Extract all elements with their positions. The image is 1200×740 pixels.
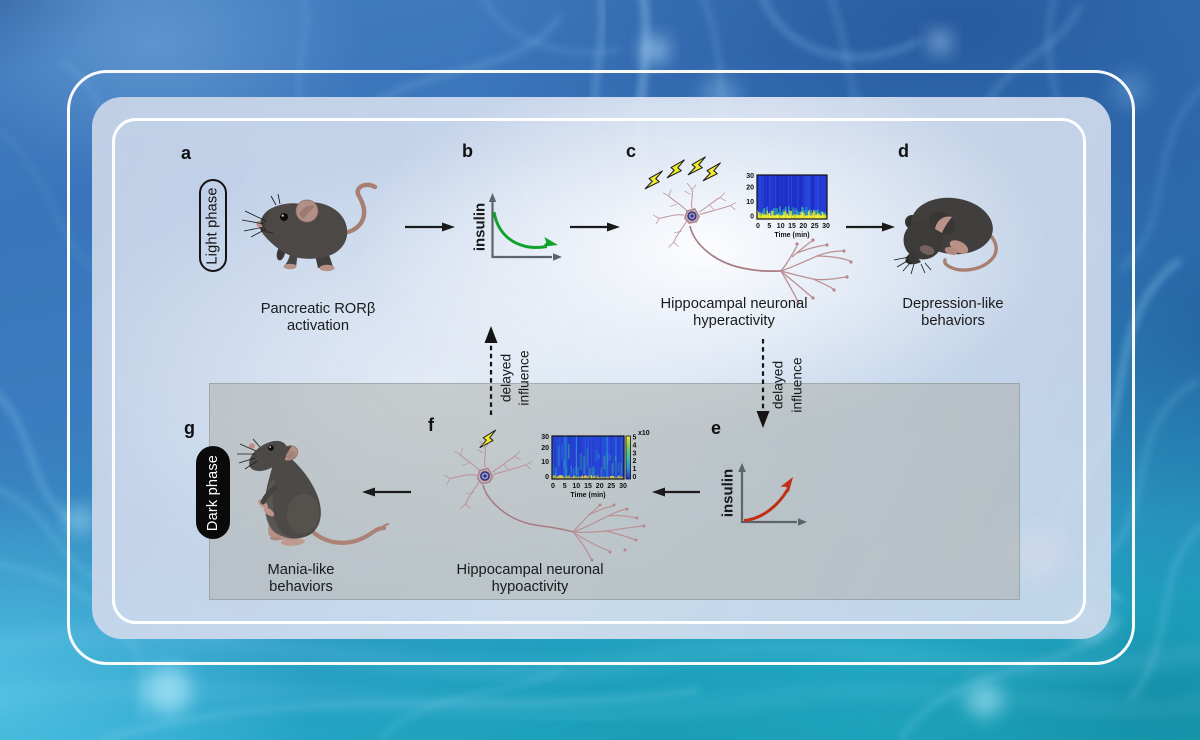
svg-text:15: 15 [788,223,796,230]
svg-text:10: 10 [746,199,754,206]
svg-text:Time (min): Time (min) [570,492,605,499]
svg-text:25: 25 [607,483,615,490]
svg-text:5: 5 [563,483,567,490]
svg-text:20: 20 [541,445,549,452]
svg-text:30: 30 [541,434,549,441]
svg-text:x10: x10 [638,430,650,437]
svg-text:1: 1 [633,466,637,473]
svg-text:Time (min): Time (min) [774,232,809,239]
svg-text:30: 30 [746,173,754,180]
svg-text:5: 5 [633,435,637,442]
svg-text:30: 30 [619,483,627,490]
svg-text:20: 20 [596,483,604,490]
svg-text:20: 20 [799,223,807,230]
svg-text:0: 0 [750,214,754,221]
svg-text:0: 0 [756,223,760,230]
svg-text:3: 3 [633,450,637,457]
svg-text:10: 10 [541,459,549,466]
svg-text:4: 4 [633,442,637,449]
svg-text:20: 20 [746,185,754,192]
svg-text:0: 0 [633,474,637,481]
svg-text:15: 15 [584,483,592,490]
svg-text:10: 10 [572,483,580,490]
svg-text:5: 5 [767,223,771,230]
svg-text:25: 25 [811,223,819,230]
svg-text:2: 2 [633,458,637,465]
svg-text:0: 0 [551,483,555,490]
svg-text:0: 0 [545,474,549,481]
svg-text:30: 30 [822,223,830,230]
svg-text:10: 10 [777,223,785,230]
